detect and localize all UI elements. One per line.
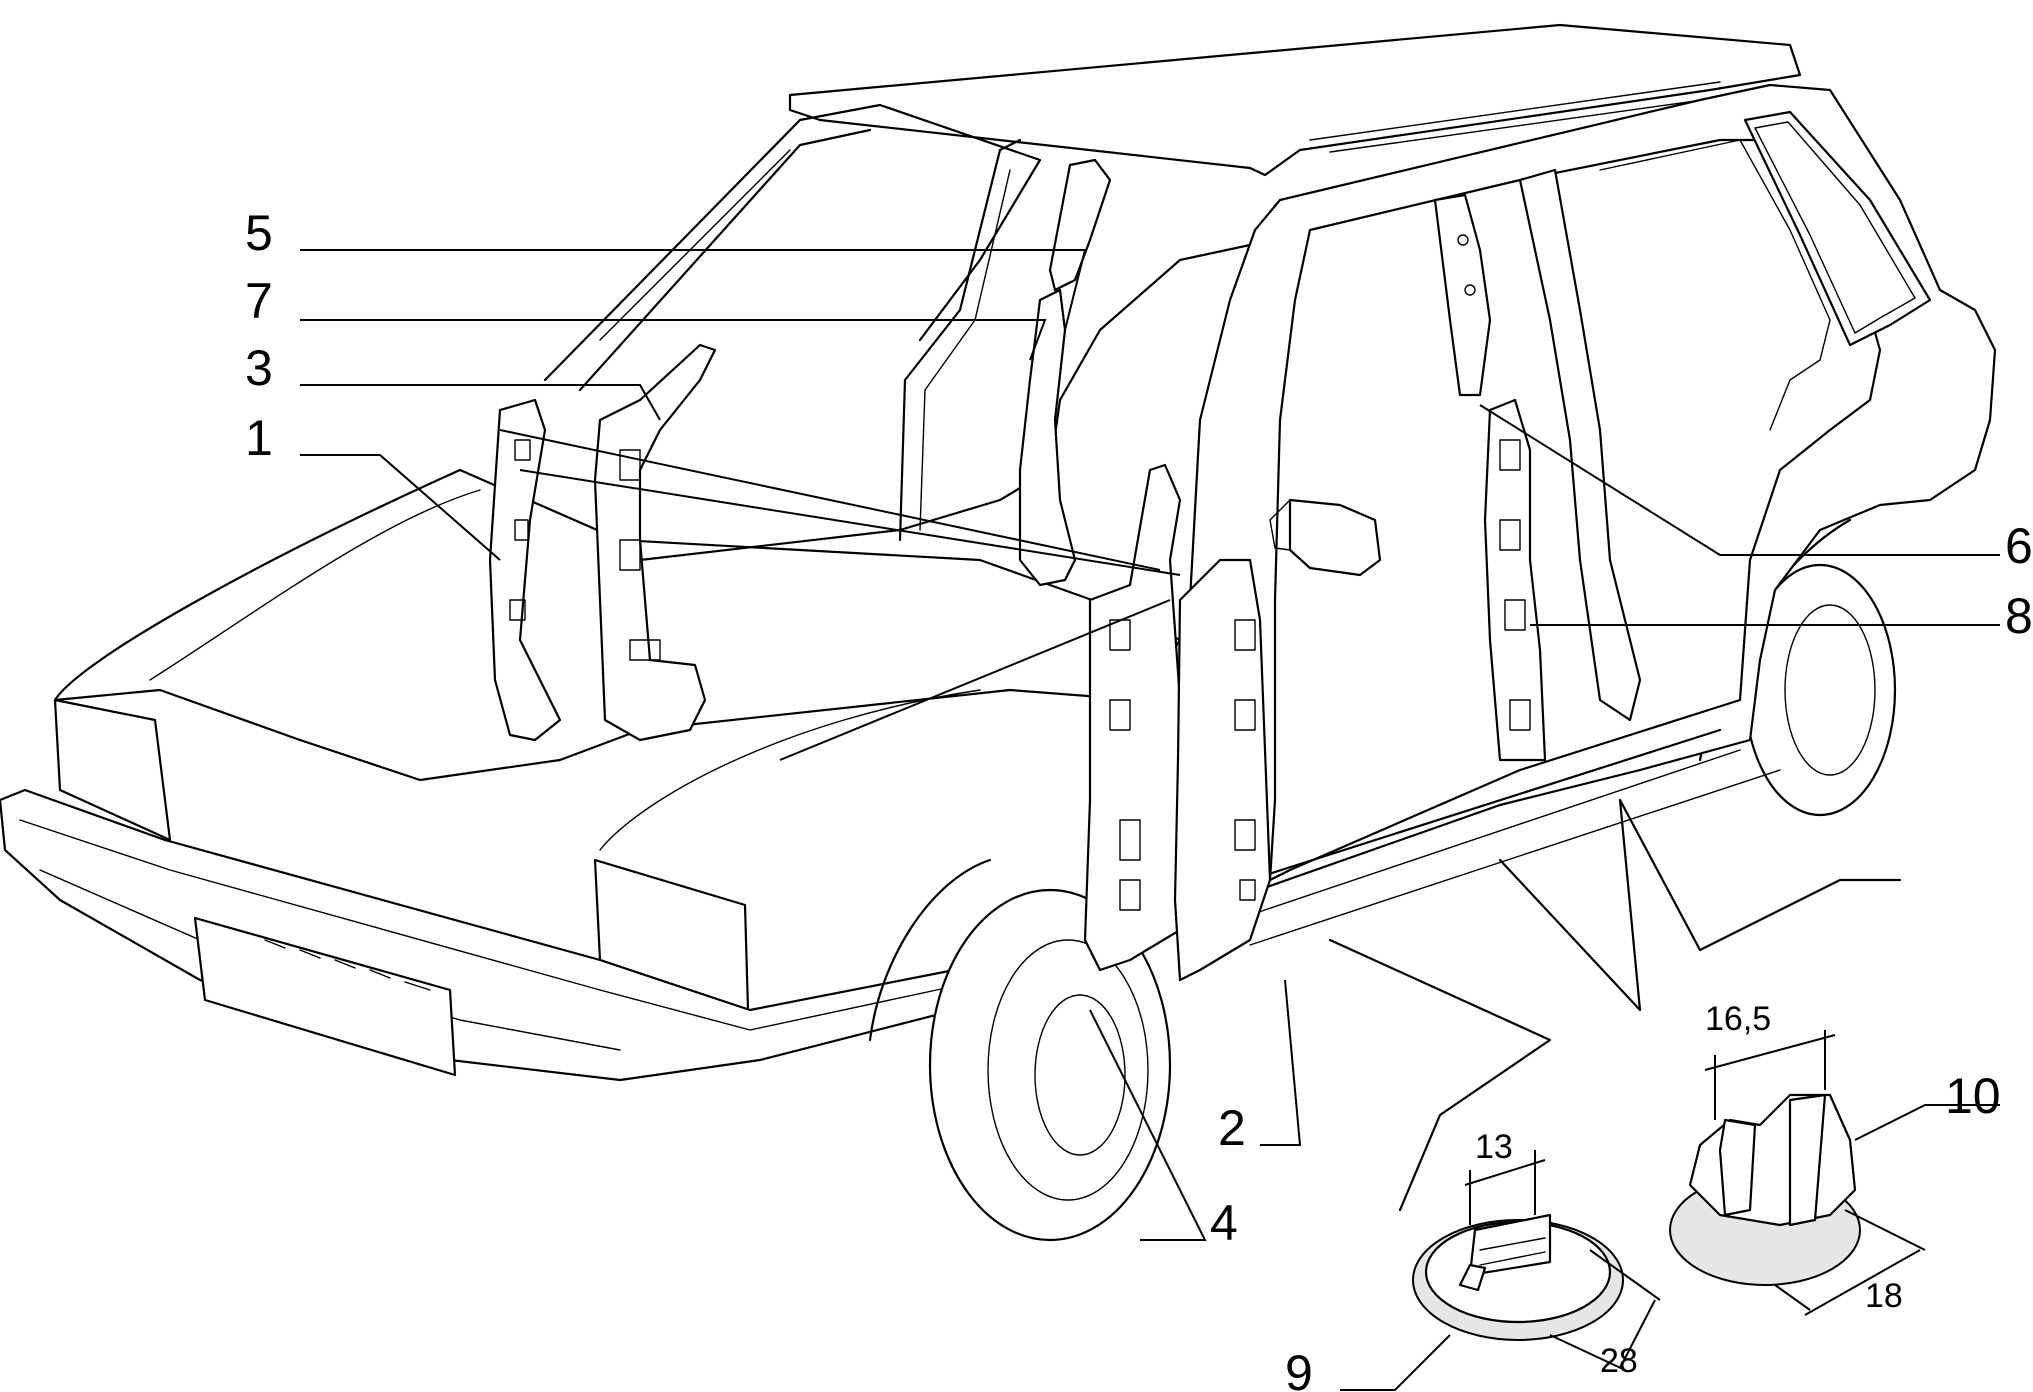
windshield-frame <box>543 103 1042 382</box>
callout-6: 6 <box>2005 518 2033 574</box>
callout-9: 9 <box>1285 1345 1313 1392</box>
callout-3: 3 <box>245 340 273 396</box>
rear-pillar-reinforcement <box>1483 398 1547 762</box>
clip-9 <box>1412 1213 1624 1341</box>
dimension-labels: 13 28 16,5 18 <box>1475 1000 1903 1380</box>
side-mirror <box>1288 498 1382 577</box>
left-headlight <box>53 698 172 842</box>
car-body <box>0 23 1997 1242</box>
dim-clip10-width: 16,5 <box>1705 1000 1771 1038</box>
dim-clip9-diameter: 28 <box>1600 1342 1638 1380</box>
callout-5: 5 <box>245 205 273 261</box>
front-wheel <box>928 888 1172 1242</box>
license-plate <box>193 916 457 1077</box>
callout-7: 7 <box>245 273 273 329</box>
callout-1: 1 <box>245 410 273 466</box>
callout-4: 4 <box>1210 1195 1238 1251</box>
clip-10 <box>1669 1093 1861 1286</box>
callout-2: 2 <box>1218 1100 1246 1156</box>
callout-labels: 5 7 3 1 6 8 2 4 9 10 <box>245 205 2033 1392</box>
callout-10: 10 <box>1945 1068 2001 1124</box>
a-pillar-inner <box>1018 288 1077 587</box>
dim-clip10-diameter: 18 <box>1865 1277 1903 1315</box>
b-pillar <box>1518 168 1642 722</box>
callout-8: 8 <box>2005 588 2033 644</box>
dimension-lines <box>1464 1030 1926 1371</box>
rear-quarter-window <box>1743 110 1932 347</box>
roof-panel <box>788 23 1802 177</box>
front-pillar-1 <box>488 398 562 742</box>
dim-clip9-width: 13 <box>1475 1128 1513 1166</box>
b-pillar-upper <box>1433 193 1492 397</box>
hinge-pillar-2 <box>1173 558 1272 982</box>
leader-lines <box>300 249 2000 1391</box>
hinge-pillar-4 <box>1083 463 1187 972</box>
front-bumper <box>0 788 982 1082</box>
